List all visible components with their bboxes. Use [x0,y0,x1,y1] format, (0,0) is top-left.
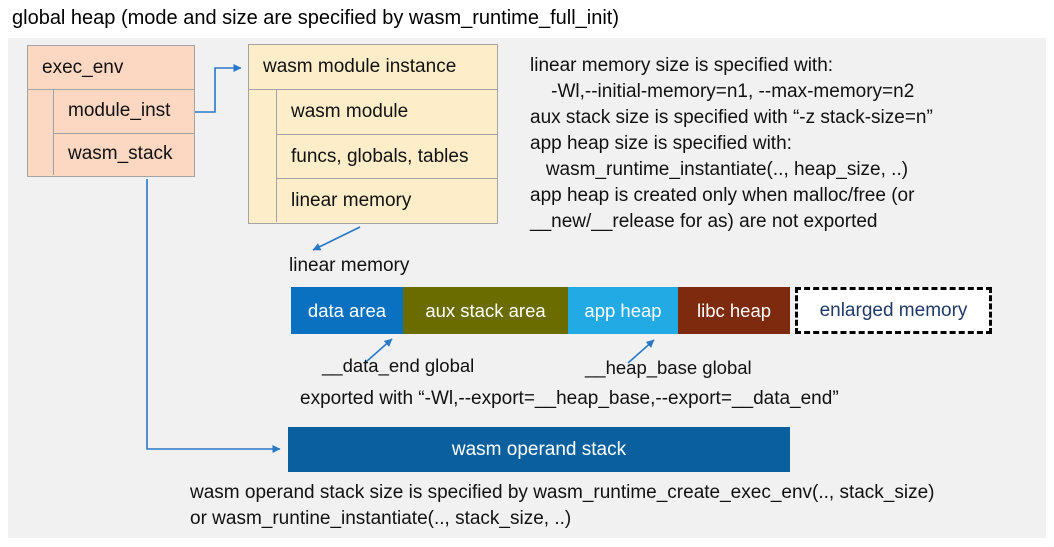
note-line: -Wl,--initial-memory=n1, --max-memory=n2 [530,81,915,102]
instance-row-wasm-module: wasm module [291,101,409,122]
segment-aux-stack-area: aux stack area [403,287,568,334]
linear-memory-label: linear memory [289,255,410,276]
segment-app-heap: app heap [568,287,678,334]
segment-enlarged-memory: enlarged memory [795,287,992,334]
exec-env-body: module_inst wasm_stack [53,90,194,175]
note-line: or wasm_runtine_instantiate(.., stack_si… [190,508,572,529]
wasm-module-instance-box: wasm module instance wasm module funcs, … [248,44,498,224]
diagram-canvas: exec_env module_inst wasm_stack wasm mod… [8,38,1046,538]
wasm-operand-stack-bar: wasm operand stack [288,427,790,472]
note-line: linear memory size is specified with: [530,55,834,76]
note-line: aux stack size is specified with “-z sta… [530,107,933,128]
linear-memory-bar: data area aux stack area app heap libc h… [291,287,790,334]
heap-base-global-label: __heap_base global [585,357,752,378]
wasm-module-instance-body: wasm module funcs, globals, tables linea… [276,90,497,222]
note-line: wasm operand stack size is specified by … [190,482,935,503]
data-end-global-label: __data_end global [322,355,475,376]
note-line: app heap size is specified with: [530,133,792,154]
note-line: app heap is created only when malloc/fre… [530,185,915,206]
note-line: wasm_runtime_instantiate(.., heap_size, … [530,159,909,180]
exec-env-row-wasm-stack: wasm_stack [54,132,194,176]
segment-data-area: data area [291,287,403,334]
exec-env-box: exec_env module_inst wasm_stack [27,45,195,177]
segment-libc-heap: libc heap [678,287,790,334]
instance-row-funcs-globals-tables: funcs, globals, tables [277,134,497,178]
exec-env-row-module-inst: module_inst [68,100,171,122]
instance-row-linear-memory: linear memory [277,178,497,222]
operand-stack-size-note: wasm operand stack size is specified by … [190,480,935,532]
exec-env-header: exec_env [28,46,194,90]
export-flags-note: exported with “-Wl,--export=__heap_base,… [300,388,839,409]
diagram-title: global heap (mode and size are specified… [12,7,619,29]
wasm-module-instance-header: wasm module instance [249,45,497,90]
note-line: __new/__release for as) are not exported [530,211,878,232]
linear-memory-pointer-arrow [312,226,361,251]
linear-memory-notes: linear memory size is specified with: -W… [530,53,933,235]
